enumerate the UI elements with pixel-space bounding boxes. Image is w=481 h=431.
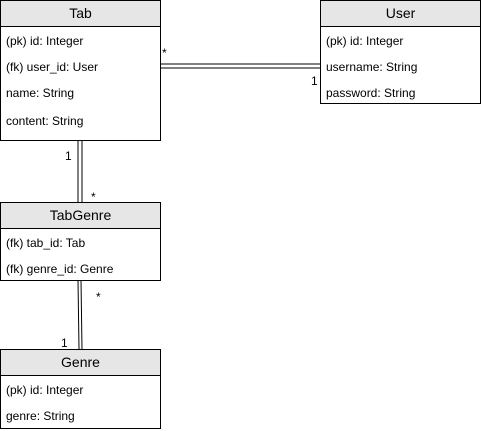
entity-tab-field: (pk) id: Integer: [6, 34, 84, 48]
multiplicity-tab-user-tab-end: *: [162, 46, 167, 60]
multiplicity-tabgenre-genre-genre-end: 1: [61, 336, 68, 350]
entity-tab-field: (fk) user_id: User: [6, 60, 99, 74]
entity-genre-title: Genre: [1, 350, 160, 376]
entity-tabgenre[interactable]: TabGenre (fk) tab_id: Tab (fk) genre_id:…: [0, 202, 161, 281]
entity-tab-field: name: String: [6, 86, 75, 100]
tabgenre-genre-line-a: [77, 279, 80, 350]
entity-tab-field: content: String: [6, 114, 84, 128]
multiplicity-tab-user-user-end: 1: [311, 74, 318, 88]
entity-genre[interactable]: Genre (pk) id: Integer genre: String: [0, 349, 161, 429]
entity-user-field: password: String: [326, 86, 416, 100]
entity-user-field: (pk) id: Integer: [326, 34, 404, 48]
tabgenre-genre-line-b: [80, 279, 83, 350]
entity-genre-field: (pk) id: Integer: [6, 383, 84, 397]
entity-user[interactable]: User (pk) id: Integer username: String p…: [320, 0, 481, 104]
entity-tab[interactable]: Tab (pk) id: Integer (fk) user_id: User …: [0, 0, 161, 141]
multiplicity-tab-tabgenre-tab-end: 1: [65, 149, 72, 163]
entity-tab-title: Tab: [1, 1, 160, 27]
entity-user-field: username: String: [326, 60, 418, 74]
multiplicity-tabgenre-genre-tabgenre-end: *: [96, 290, 101, 304]
entity-tabgenre-field: (fk) genre_id: Genre: [6, 262, 114, 276]
multiplicity-tab-tabgenre-tabgenre-end: *: [91, 190, 96, 204]
entity-tabgenre-field: (fk) tab_id: Tab: [6, 236, 86, 250]
entity-genre-field: genre: String: [6, 409, 75, 423]
entity-user-title: User: [321, 1, 480, 27]
entity-tabgenre-title: TabGenre: [1, 203, 160, 229]
